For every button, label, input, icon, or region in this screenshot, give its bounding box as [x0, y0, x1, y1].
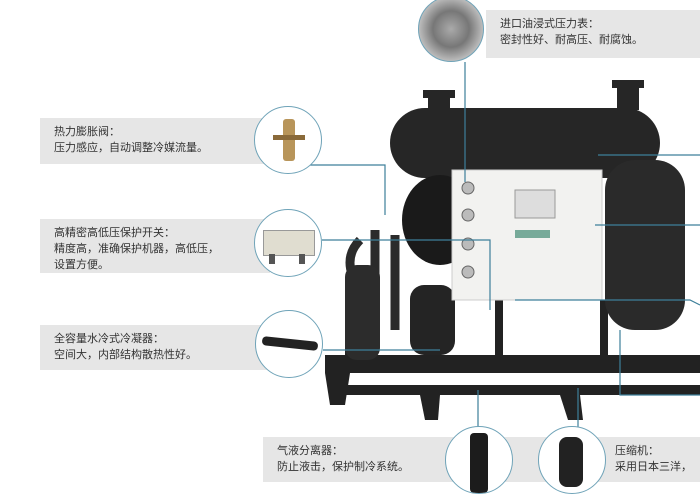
callout-desc: 防止液击，保护制冷系统。 — [277, 460, 409, 473]
callout-compressor: 压缩机： 采用日本三洋， — [605, 437, 700, 482]
callout-title: 热力膨胀阀： — [54, 125, 120, 138]
control-cabinet — [451, 169, 603, 301]
callout-desc-2: 设置方便。 — [54, 258, 109, 271]
separator-thumbnail — [445, 426, 513, 494]
callout-condenser: 全容量水冷式冷凝器： 空间大，内部结构散热性好。 — [40, 325, 270, 370]
callout-title: 进口油浸式压力表： — [500, 17, 599, 30]
gauge-thumbnail — [418, 0, 484, 62]
separator-body — [345, 265, 380, 360]
callout-title: 气液分离器： — [277, 444, 343, 457]
callout-gauge: 进口油浸式压力表： 密封性好、耐高压、耐腐蚀。 — [486, 10, 700, 58]
callout-desc: 密封性好、耐高压、耐腐蚀。 — [500, 33, 643, 46]
main-tank — [390, 80, 660, 178]
expansion-valve-thumbnail — [254, 106, 322, 174]
callout-pressure-switch: 高精密高低压保护开关： 精度高，准确保护机器，高低压， 设置方便。 — [40, 219, 270, 273]
condenser-thumbnail — [255, 310, 323, 378]
callout-desc: 采用日本三洋， — [615, 460, 692, 473]
callout-title: 高精密高低压保护开关： — [54, 226, 175, 239]
callout-desc: 压力感应，自动调整冷媒流量。 — [54, 141, 208, 154]
callout-desc: 空间大，内部结构散热性好。 — [54, 348, 197, 361]
leader-lines — [310, 62, 700, 427]
callout-desc: 精度高，准确保护机器，高低压， — [54, 242, 219, 255]
base-frame — [325, 300, 700, 420]
callout-title: 全容量水冷式冷凝器： — [54, 332, 164, 345]
pressure-switch-thumbnail — [254, 209, 322, 277]
callout-title: 压缩机： — [615, 444, 659, 457]
vertical-tank — [605, 160, 685, 330]
compressor-thumbnail — [538, 426, 606, 494]
callout-expansion-valve: 热力膨胀阀： 压力感应，自动调整冷媒流量。 — [40, 118, 270, 164]
compressor-body — [410, 285, 455, 355]
